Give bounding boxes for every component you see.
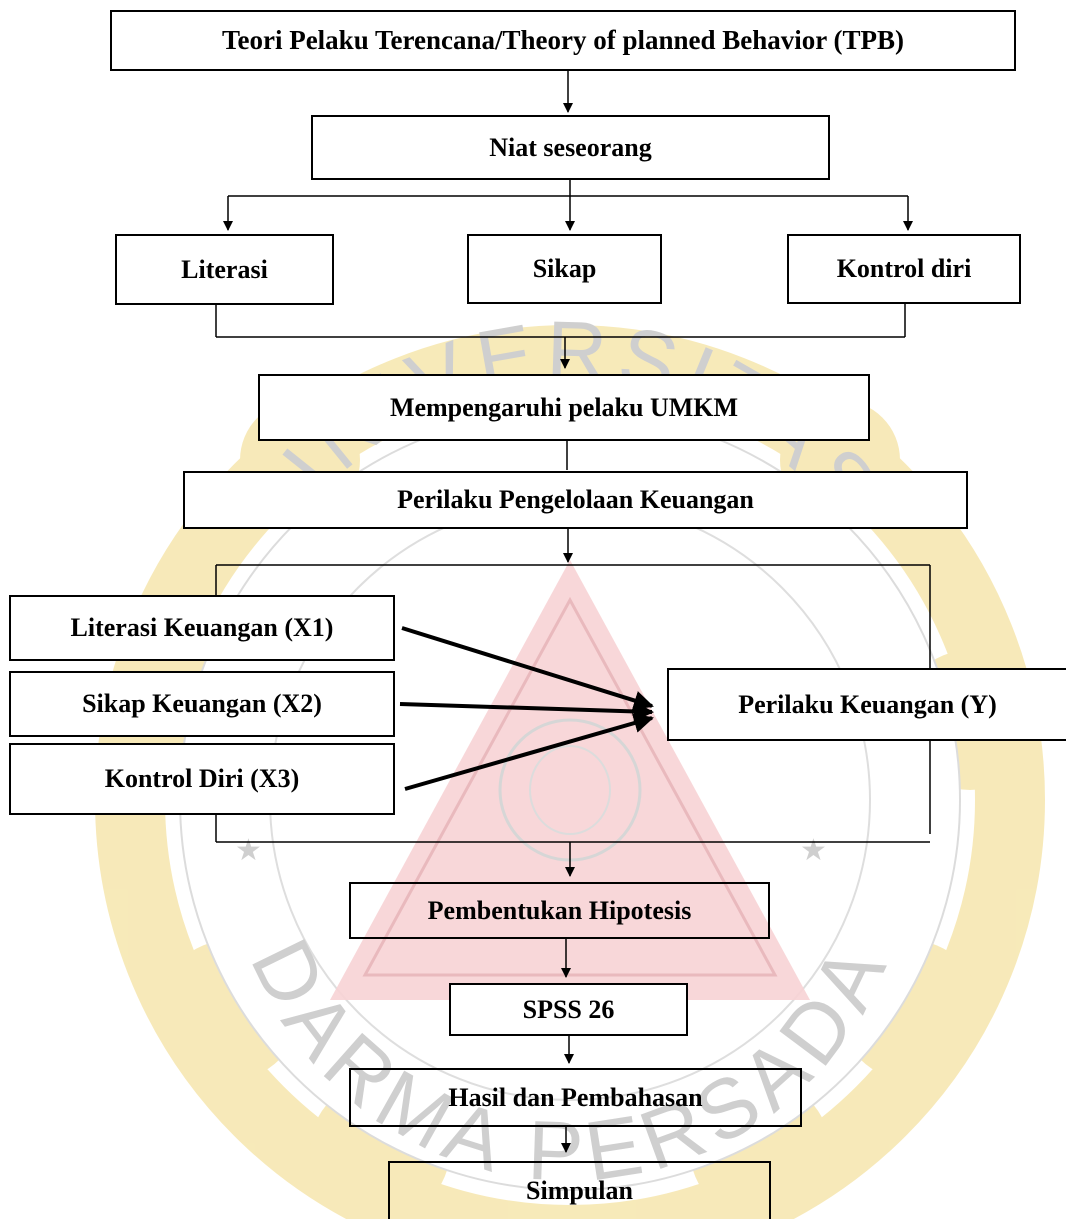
arrow-x3-to-y [404,713,654,791]
arrow-x2-to-y [399,701,654,722]
node-kontrol-diri: Kontrol diri [787,234,1021,304]
seal-star-left: ★ [235,834,270,867]
node-sikap-keuangan-x2: Sikap Keuangan (X2) [9,671,395,737]
node-perilaku-keuangan-y: Perilaku Keuangan (Y) [667,668,1066,741]
seal-pink-triangle [330,560,810,1000]
node-pembentukan-hipotesis: Pembentukan Hipotesis [349,882,770,939]
node-literasi-keuangan-x1: Literasi Keuangan (X1) [9,595,395,661]
node-perilaku-pengelolaan-keuangan: Perilaku Pengelolaan Keuangan [183,471,968,529]
node-hasil-dan-pembahasan: Hasil dan Pembahasan [349,1068,802,1127]
node-kontrol-diri-x3: Kontrol Diri (X3) [9,743,395,815]
node-spss-26: SPSS 26 [449,983,688,1036]
arrow-x1-to-y [401,626,654,711]
node-sikap: Sikap [467,234,662,304]
node-literasi: Literasi [115,234,334,305]
node-mempengaruhi-pelaku-umkm: Mempengaruhi pelaku UMKM [258,374,870,441]
node-niat-seseorang: Niat seseorang [311,115,830,180]
seal-star-right: ★ [800,834,835,867]
node-simpulan: Simpulan [388,1161,771,1219]
node-tpb: Teori Pelaku Terencana/Theory of planned… [110,10,1016,71]
